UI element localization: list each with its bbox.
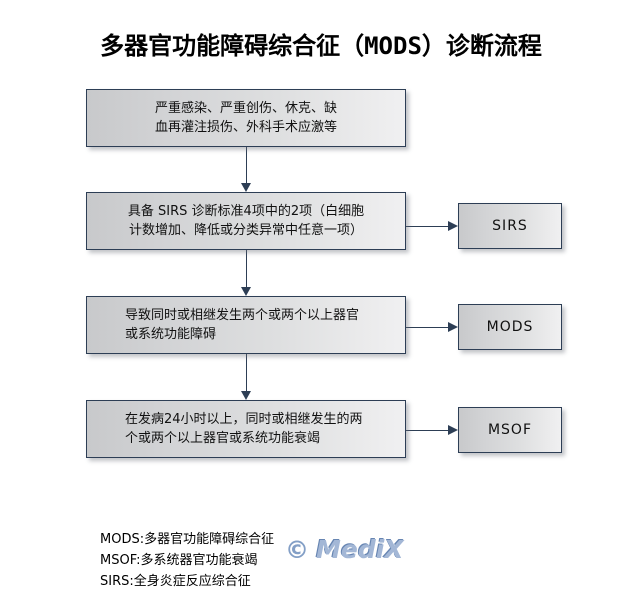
connector-msof-criteria-to-msof bbox=[406, 430, 448, 431]
arrowhead-trigger-to-sirs-criteria bbox=[241, 183, 251, 192]
legend-line-msof: MSOF:多系统器官功能衰竭 bbox=[100, 553, 258, 568]
arrowhead-mods-criteria-to-mods bbox=[448, 322, 458, 332]
watermark: © MediX bbox=[285, 535, 404, 564]
connector-trigger-to-sirs-criteria bbox=[246, 147, 247, 183]
outcome-node-sirs-label: SIRS bbox=[492, 218, 528, 234]
connector-mods-criteria-to-mods bbox=[406, 327, 448, 328]
outcome-node-msof-label: MSOF bbox=[487, 422, 533, 438]
connector-sirs-criteria-to-sirs bbox=[406, 226, 448, 227]
arrowhead-sirs-criteria-to-sirs bbox=[448, 221, 458, 231]
flow-node-mods-criteria-label: 导致同时或相继发生两个或两个以上器官 或系统功能障碍 bbox=[125, 308, 360, 342]
copyright-icon: © bbox=[285, 535, 309, 564]
page-title: 多器官功能障碍综合征（MODS）诊断流程 bbox=[100, 32, 542, 60]
flow-node-trigger-label: 严重感染、严重创伤、休克、缺 血再灌注损伤、外科手术应激等 bbox=[154, 101, 337, 135]
arrowhead-mods-criteria-to-msof-criteria bbox=[241, 391, 251, 400]
abbreviation-legend: MODS:多器官功能障碍综合征 MSOF:多系统器官功能衰竭 SIRS:全身炎症… bbox=[100, 529, 274, 592]
watermark-text: MediX bbox=[316, 535, 404, 564]
arrowhead-msof-criteria-to-msof bbox=[448, 425, 458, 435]
arrowhead-sirs-criteria-to-mods-criteria bbox=[241, 287, 251, 296]
outcome-node-mods-label: MODS bbox=[486, 319, 534, 335]
flow-node-mods-criteria[interactable]: 导致同时或相继发生两个或两个以上器官 或系统功能障碍 bbox=[86, 296, 406, 354]
outcome-node-sirs[interactable]: SIRS bbox=[458, 203, 562, 249]
flow-node-msof-criteria[interactable]: 在发病24小时以上，同时或相继发生的两 个或两个以上器官或系统功能衰竭 bbox=[86, 400, 406, 458]
flow-node-sirs-criteria-label: 具备 SIRS 诊断标准4项中的2项（白细胞 计数增加、降低或分类异常中任意一项… bbox=[127, 204, 365, 238]
connector-sirs-criteria-to-mods-criteria bbox=[246, 250, 247, 287]
legend-line-mods: MODS:多器官功能障碍综合征 bbox=[100, 532, 275, 547]
outcome-node-mods[interactable]: MODS bbox=[458, 304, 562, 350]
flow-node-trigger[interactable]: 严重感染、严重创伤、休克、缺 血再灌注损伤、外科手术应激等 bbox=[86, 89, 406, 147]
outcome-node-msof[interactable]: MSOF bbox=[458, 407, 562, 453]
connector-mods-criteria-to-msof-criteria bbox=[246, 354, 247, 391]
flow-node-msof-criteria-label: 在发病24小时以上，同时或相继发生的两 个或两个以上器官或系统功能衰竭 bbox=[125, 412, 363, 446]
legend-line-sirs: SIRS:全身炎症反应综合征 bbox=[100, 574, 251, 589]
flow-node-sirs-criteria[interactable]: 具备 SIRS 诊断标准4项中的2项（白细胞 计数增加、降低或分类异常中任意一项… bbox=[86, 192, 406, 250]
